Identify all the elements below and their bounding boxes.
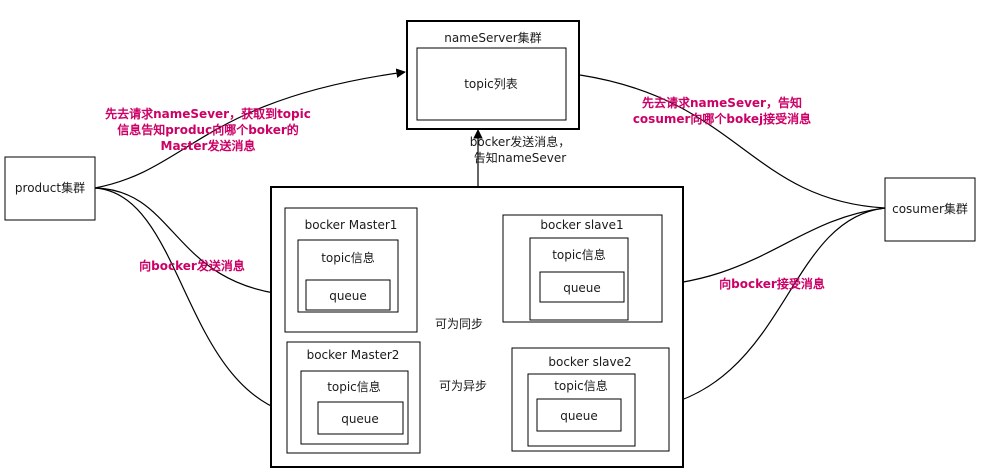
nameserver-label: nameServer集群 — [444, 30, 541, 45]
master2-queue-label: queue — [341, 412, 379, 426]
slave2-topic-label: topic信息 — [554, 378, 608, 393]
edge-cosumer-to-slave2-queue — [629, 207, 886, 416]
cosumer-note-line2: cosumer向哪个bokej接受消息 — [633, 111, 811, 126]
bocker-report-line1: bocker发送消息， — [470, 134, 570, 149]
master1-queue-label: queue — [329, 289, 367, 303]
slave1-label: bocker slave1 — [540, 218, 623, 232]
cosumer-box — [884, 177, 976, 242]
cosumer-label: cosumer集群 — [892, 201, 968, 216]
edge-product-to-nameserver — [94, 68, 406, 189]
edge-cosumer-to-nameserver — [579, 74, 886, 209]
slave1-topic-label: topic信息 — [552, 247, 606, 262]
slave1-queue-label: queue — [563, 281, 601, 295]
edge-product-to-master1-queue — [94, 187, 303, 301]
topic-list-box — [416, 47, 567, 121]
edge-product-to-master2-queue — [94, 187, 317, 423]
product-note-line1: 先去请求nameSever，获取到topic — [105, 106, 311, 121]
slave2-queue-label: queue — [560, 409, 598, 423]
topic-list-label: topic列表 — [464, 77, 518, 91]
slave2-queue-box — [536, 398, 622, 432]
cosumer-note-line1: 先去请求nameSever，告知 — [642, 95, 802, 110]
master2-topic-label: topic信息 — [327, 379, 381, 394]
master1-label: bocker Master1 — [305, 218, 398, 232]
master2-queue-box — [317, 401, 404, 435]
receive-from-bocker-note: 向bocker接受消息 — [719, 276, 825, 291]
bocker-report-line2: 告知nameSever — [474, 151, 567, 165]
master1-queue-box — [305, 279, 391, 311]
product-label: product集群 — [15, 180, 85, 195]
slave2-label: bocker slave2 — [548, 355, 631, 369]
product-note-line2: 信息告知produc向哪个boker的 — [117, 122, 299, 137]
async-label: 可为异步 — [439, 379, 487, 393]
slave1-queue-box — [539, 271, 625, 303]
product-note-line3: Master发送消息 — [161, 138, 256, 153]
send-to-bocker-note: 向bocker发送消息 — [139, 258, 245, 273]
product-box — [4, 156, 96, 221]
master2-label: bocker Master2 — [307, 348, 400, 362]
sync-label: 可为同步 — [435, 317, 483, 331]
master1-topic-label: topic信息 — [321, 250, 375, 265]
